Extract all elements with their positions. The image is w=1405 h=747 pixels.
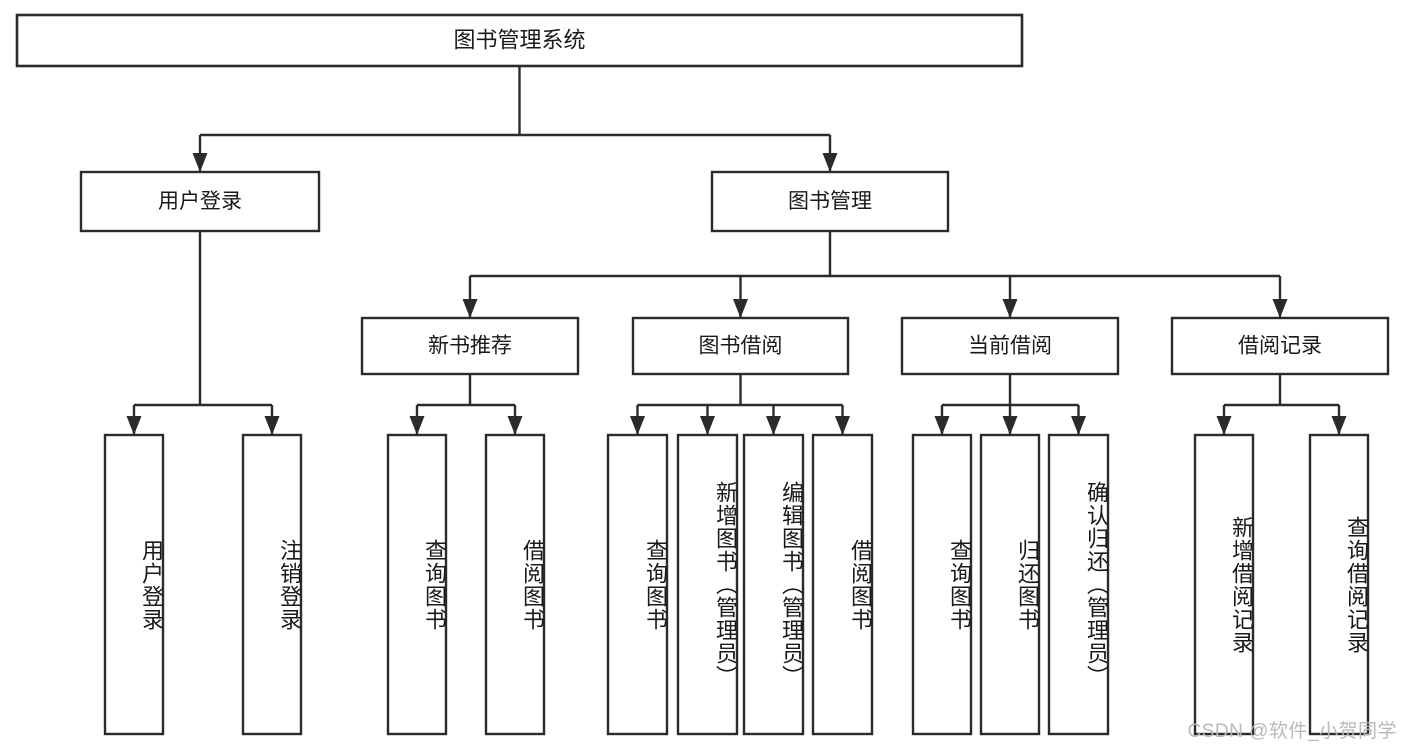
level2-2-to-leaves-arrowhead-0 xyxy=(934,416,950,435)
level1-node-label-1: 图书管理 xyxy=(788,190,872,213)
level2-node-box-1[interactable] xyxy=(631,316,850,376)
leaf-node-box-2[interactable] xyxy=(386,433,448,736)
leaf-node-box-1[interactable] xyxy=(241,433,303,736)
book-mgmt-to-level2-arrowhead-3 xyxy=(1272,299,1288,318)
leaf-node-box-4[interactable] xyxy=(606,433,669,736)
level2-node-box-3[interactable] xyxy=(1170,316,1390,376)
leaf-node-box-3[interactable] xyxy=(484,433,546,736)
level1-node-box-0[interactable] xyxy=(79,170,321,233)
level2-node-box-2[interactable] xyxy=(900,316,1120,376)
level2-node-label-2: 当前借阅 xyxy=(968,335,1052,358)
book-mgmt-to-level2-arrowhead-2 xyxy=(1002,299,1018,318)
root-to-level1-arrowhead-0 xyxy=(192,153,208,172)
level2-node-label-0: 新书推荐 xyxy=(428,335,512,358)
watermark-text: CSDN @软件_小贺同学 xyxy=(1187,721,1397,742)
level2-1-to-leaves-arrowhead-2 xyxy=(766,416,781,435)
leaf-node-box-11[interactable] xyxy=(1193,433,1255,736)
leaf-node-box-6[interactable] xyxy=(742,433,805,736)
node-boxes-layer xyxy=(15,13,1390,736)
leaf-node-box-0[interactable] xyxy=(103,433,165,736)
level2-1-to-leaves-arrowhead-1 xyxy=(700,416,715,435)
level2-1-to-leaves-arrowhead-3 xyxy=(835,416,850,435)
leaf-node-box-8[interactable] xyxy=(911,433,973,736)
level2-0-to-leaves-arrowhead-1 xyxy=(507,416,523,435)
level2-3-to-leaves-arrowhead-0 xyxy=(1216,416,1232,435)
level2-2-to-leaves-arrowhead-1 xyxy=(1002,416,1018,435)
level2-1-to-leaves-arrowhead-0 xyxy=(630,416,645,435)
level1-node-box-1[interactable] xyxy=(710,170,950,233)
leaf-node-box-7[interactable] xyxy=(811,433,874,736)
level2-node-label-1: 图书借阅 xyxy=(699,335,783,358)
level1-node-label-0: 用户登录 xyxy=(158,190,242,213)
leaf-node-box-12[interactable] xyxy=(1308,433,1370,736)
leaf-node-box-5[interactable] xyxy=(676,433,739,736)
level2-node-label-3: 借阅记录 xyxy=(1238,335,1322,358)
root-node-label: 图书管理系统 xyxy=(453,27,585,52)
user-login-to-leaves-arrowhead-0 xyxy=(126,416,142,435)
level2-2-to-leaves-arrowhead-2 xyxy=(1071,416,1086,435)
user-login-to-leaves-arrowhead-1 xyxy=(264,416,280,435)
root-node-box[interactable] xyxy=(15,13,1024,68)
root-to-level1-arrowhead-1 xyxy=(822,153,838,172)
book-mgmt-to-level2-arrowhead-1 xyxy=(733,299,748,318)
connector-lines-layer xyxy=(126,66,1347,435)
book-mgmt-to-level2-arrowhead-0 xyxy=(462,299,478,318)
leaf-node-box-10[interactable] xyxy=(1047,433,1110,736)
level2-node-box-0[interactable] xyxy=(360,316,580,376)
level2-3-to-leaves-arrowhead-1 xyxy=(1331,416,1347,435)
leaf-node-box-9[interactable] xyxy=(979,433,1041,736)
level2-0-to-leaves-arrowhead-0 xyxy=(409,416,425,435)
